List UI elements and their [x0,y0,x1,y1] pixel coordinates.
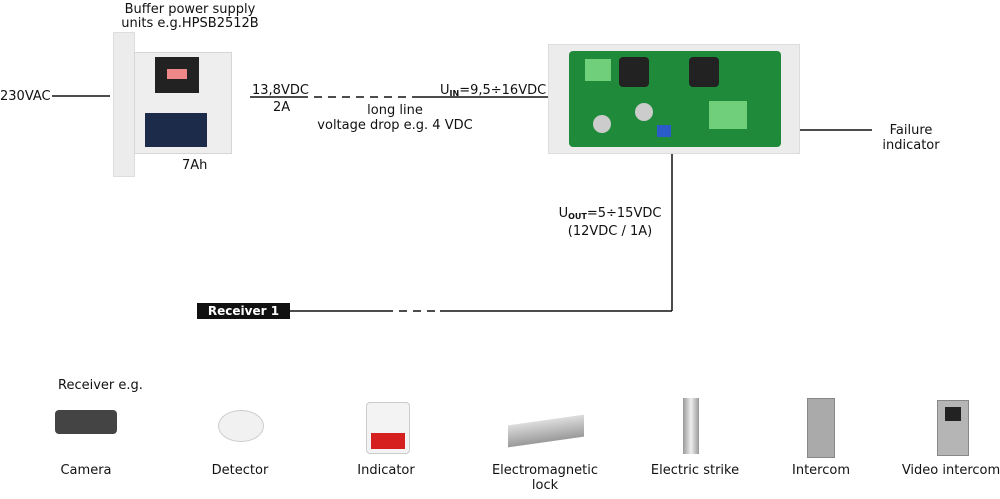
line-desc2: voltage drop e.g. 4 VDC [317,118,473,133]
converter-module-image [548,44,800,154]
uout-prefix: U [558,206,569,221]
device-label-intercom: Intercom [792,463,850,478]
line-desc1: long line [367,103,423,118]
video-intercom-icon [937,400,969,456]
uout-note: (12VDC / 1A) [567,224,653,239]
uout-label: UOUT=5÷15VDC (12VDC / 1A) [555,206,665,239]
failure-line1: Failure [889,123,933,138]
uout-sub: OUT [568,212,587,221]
failure-line2: indicator [882,138,940,153]
power-supply-enclosure [134,52,232,154]
device-label-camera: Camera [60,463,112,478]
receiver-1-badge: Receiver 1 [197,303,290,319]
battery-label: 7Ah [182,158,208,173]
device-label-indicator: Indicator [357,463,415,478]
psu-title-line1: Buffer power supply [124,2,256,17]
camera-icon [55,410,117,434]
uin-prefix: U [440,83,450,98]
detector-icon [218,410,264,442]
receiver-example-label: Receiver e.g. [58,378,143,393]
line-voltage: 13,8VDC [252,83,309,98]
device-label-electromagnetic-lock: Electromagnetic lock [491,463,599,493]
device-label-detector: Detector [211,463,269,478]
indicator-icon [366,402,410,454]
device-label-video-intercom: Video intercom [901,463,1000,478]
device-label-electric-strike: Electric strike [650,463,740,478]
intercom-icon [807,398,835,458]
electric-strike-icon [683,398,699,454]
psu-title-line2: units e.g.HPSB2512B [121,16,259,31]
line-current: 2A [273,100,291,115]
input-voltage-label: 230VAC [0,89,51,104]
uin-value: =9,5÷16VDC [459,83,547,98]
uout-value: =5÷15VDC [586,206,662,221]
uin-sub: IN [449,89,460,98]
uin-label: UIN=9,5÷16VDC [440,83,546,101]
power-supply-image [113,32,135,177]
